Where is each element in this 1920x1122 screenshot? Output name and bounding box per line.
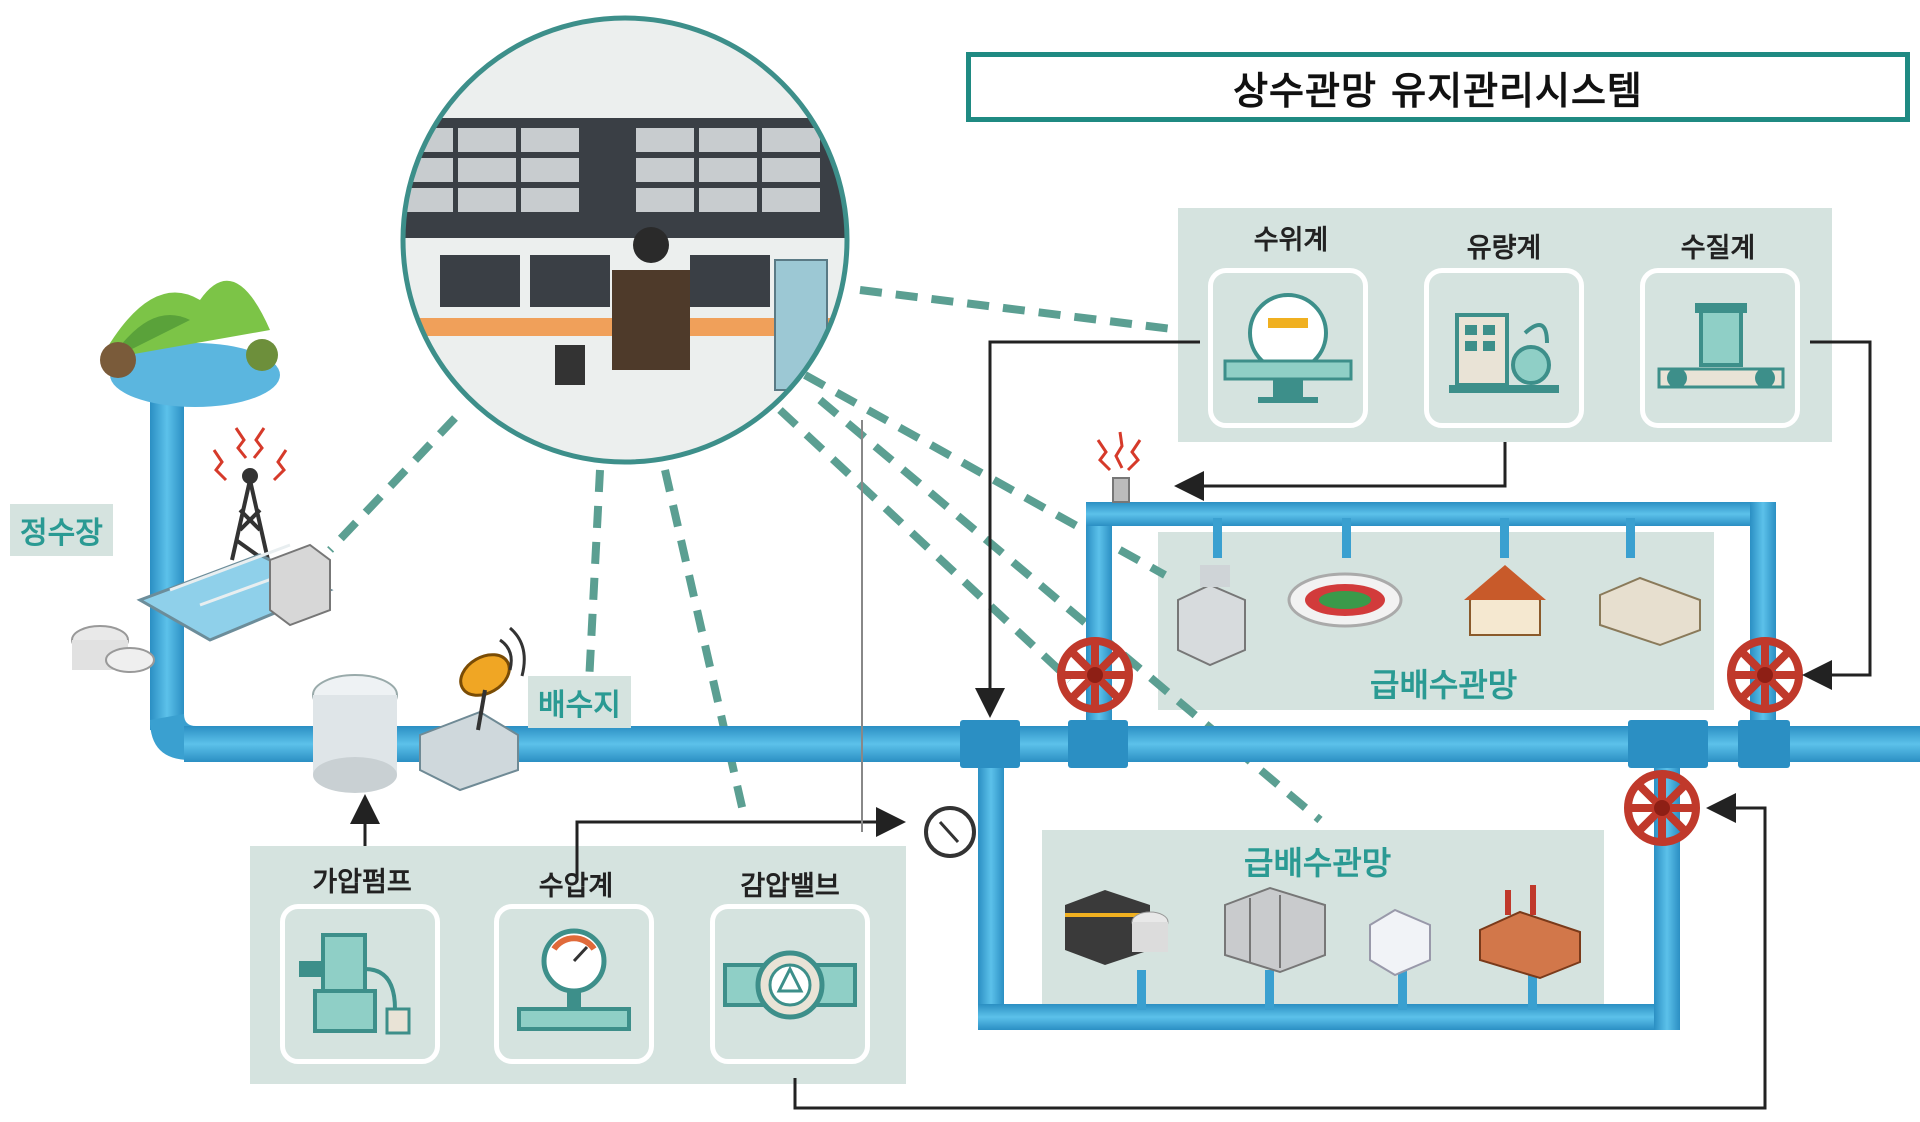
water-plant-illustration <box>71 543 334 673</box>
upper-network-label: 급배수관망 <box>1370 666 1518 704</box>
card-flow-meter <box>1424 268 1584 428</box>
label-water-quality-meter: 수질계 <box>1680 233 1756 264</box>
reservoir-illustration <box>312 626 526 793</box>
card-water-quality-meter <box>1640 268 1800 428</box>
booster-pump-icon <box>299 933 411 1035</box>
pressure-reducing-valve-icon <box>723 950 857 1020</box>
water-plant-label: 정수장 <box>10 504 113 556</box>
card-pressure-reducing-valve <box>710 904 870 1064</box>
water-quality-meter-icon <box>1657 303 1785 389</box>
reservoir-label: 배수지 <box>528 676 631 728</box>
label-flow-meter: 유량계 <box>1466 233 1542 264</box>
water-source-illustration <box>100 280 280 407</box>
card-pressure-gauge <box>494 904 654 1064</box>
pressure-gauge-icon <box>517 928 631 1031</box>
label-pressure-gauge: 수압계 <box>538 871 614 902</box>
water-level-meter-icon <box>1223 293 1353 403</box>
label-pressure-reducing-valve: 감압밸브 <box>740 871 840 902</box>
card-water-level-meter <box>1208 268 1368 428</box>
system-title: 상수관망 유지관리시스템 <box>966 52 1910 122</box>
valve-wheels <box>1057 637 1803 846</box>
card-booster-pump <box>280 904 440 1064</box>
control-room-illustration <box>400 15 850 465</box>
label-booster-pump: 가압펌프 <box>312 867 412 898</box>
upper-network-buildings <box>1177 565 1701 667</box>
flow-meter-icon <box>1449 313 1559 393</box>
label-water-level-meter: 수위계 <box>1253 225 1329 256</box>
lower-network-label: 급배수관망 <box>1244 844 1392 882</box>
lower-network-buildings <box>1065 885 1581 980</box>
antenna-tower <box>230 468 270 562</box>
